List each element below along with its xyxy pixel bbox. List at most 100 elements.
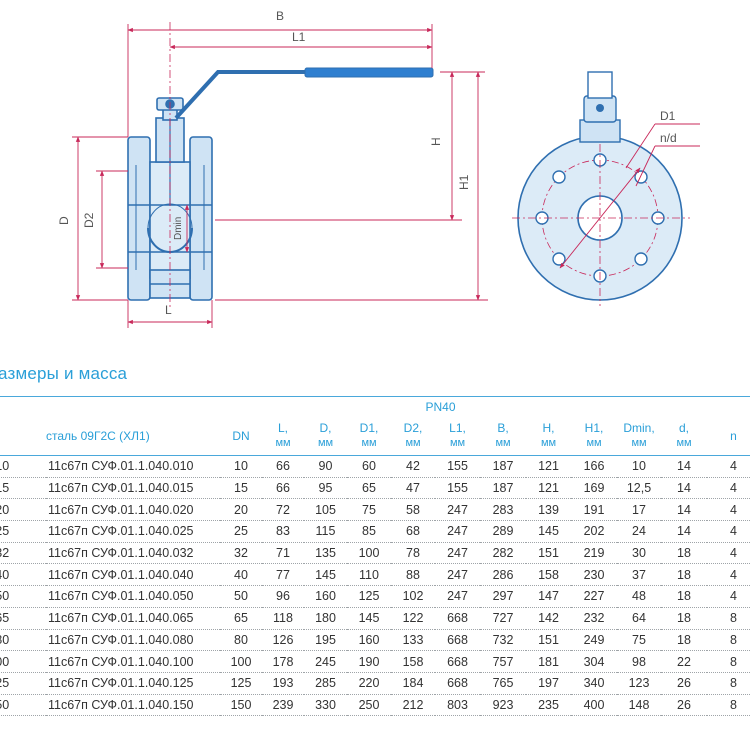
header-label: L1, [449,421,466,435]
cell-h: 197 [526,672,571,695]
cell-l: 66 [262,477,304,500]
cell-l1: 668 [435,629,480,652]
cell-d2: 68 [391,520,435,543]
cell-l1: 668 [435,650,480,673]
cell-code: 040.080 [0,629,46,652]
table-row: 040.15011с67п СУФ.01.1.040.1501502393302… [0,694,750,717]
cell-d: 22 [661,650,707,673]
cell-d1: 65 [347,477,391,500]
cell-name: 11с67п СУФ.01.1.040.025 [46,520,220,543]
cell-dn: 80 [220,629,262,652]
header-code [0,417,46,456]
valve-handle [174,67,434,120]
header-label: H1, [584,421,604,435]
header-label: D, [319,421,332,435]
cell-code: 040.065 [0,607,46,630]
cell-d1: 75 [347,498,391,522]
cell-b: 297 [480,585,526,608]
dim-label-l1: L1 [292,30,306,44]
cell-name: 11с67п СУФ.01.1.040.032 [46,542,220,565]
cell-d: 18 [661,585,707,608]
dim-label-d: D [57,216,71,225]
cell-d: 135 [304,542,347,565]
cell-d1: 100 [347,542,391,565]
table-row: 040.06511с67п СУФ.01.1.040.0656511818014… [0,607,750,630]
cell-b: 732 [480,629,526,652]
cell-d: 18 [661,542,707,565]
cell-h: 235 [526,694,571,717]
cell-l: 77 [262,563,304,587]
header-label: H, [542,421,555,435]
cell-l: 71 [262,542,304,565]
cell-code: 040.150 [0,694,46,717]
cell-h1: 166 [571,455,617,478]
cell-l1: 247 [435,563,480,587]
header-l1: L1,мм [435,417,480,456]
cell-b: 282 [480,542,526,565]
header-h1: H1,мм [571,417,617,456]
cell-n: 8 [707,672,750,695]
cell-b: 923 [480,694,526,717]
cell-d2: 102 [391,585,435,608]
header-unit: мм [540,437,557,449]
cell-dmin: 148 [617,694,661,717]
dim-label-nd: n/d [660,131,677,145]
header-h: H, мм [526,417,571,456]
cell-dn: 40 [220,563,262,587]
table-row: 040.01011с67п СУФ.01.1.040.0101066906042… [0,455,750,478]
cell-l1: 668 [435,672,480,695]
cell-code: 040.020 [0,498,46,522]
header-d1: D1,мм [347,417,391,456]
cell-code: 040.032 [0,542,46,565]
section-title: азмеры и масса [0,364,128,383]
cell-dmin: 30 [617,542,661,565]
cell-b: 187 [480,455,526,478]
cell-d1: 110 [347,563,391,587]
cell-d: 14 [661,520,707,543]
cell-name: 11с67п СУФ.01.1.040.050 [46,585,220,608]
cell-d1: 85 [347,520,391,543]
cell-name: 11с67п СУФ.01.1.040.065 [46,607,220,630]
cell-name: 11с67п СУФ.01.1.040.015 [46,477,220,500]
cell-d2: 158 [391,650,435,673]
cell-n: 4 [707,520,750,543]
cell-b: 765 [480,672,526,695]
cell-h: 151 [526,542,571,565]
header-unit: мм [405,437,421,449]
cell-name: 11с67п СУФ.01.1.040.150 [46,694,220,717]
cell-n: 4 [707,585,750,608]
dim-label-l: L [165,303,172,317]
cell-d1: 125 [347,585,391,608]
cell-dn: 65 [220,607,262,630]
cell-l1: 247 [435,498,480,522]
cell-d: 26 [661,672,707,695]
cell-l: 118 [262,607,304,630]
cell-l1: 247 [435,585,480,608]
table-row: 040.08011с67п СУФ.01.1.040.0808012619516… [0,629,750,652]
cell-dn: 125 [220,672,262,695]
header-l: L,мм [262,417,304,456]
cell-d: 18 [661,629,707,652]
cell-d2: 47 [391,477,435,500]
cell-b: 727 [480,607,526,630]
cell-dn: 10 [220,455,262,478]
cell-l: 178 [262,650,304,673]
cell-d: 14 [661,455,707,478]
cell-dn: 20 [220,498,262,522]
dim-label-b: B [276,9,284,23]
cell-name: 11с67п СУФ.01.1.040.125 [46,672,220,695]
cell-n: 4 [707,563,750,587]
valve-side-view [127,97,213,301]
cell-dn: 25 [220,520,262,543]
cell-l: 193 [262,672,304,695]
cell-d1: 190 [347,650,391,673]
cell-h1: 219 [571,542,617,565]
cell-name: 11с67п СУФ.01.1.040.080 [46,629,220,652]
cell-b: 289 [480,520,526,543]
cell-dn: 50 [220,585,262,608]
cell-n: 8 [707,629,750,652]
cell-dn: 150 [220,694,262,717]
cell-h1: 169 [571,477,617,500]
cell-n: 8 [707,694,750,717]
